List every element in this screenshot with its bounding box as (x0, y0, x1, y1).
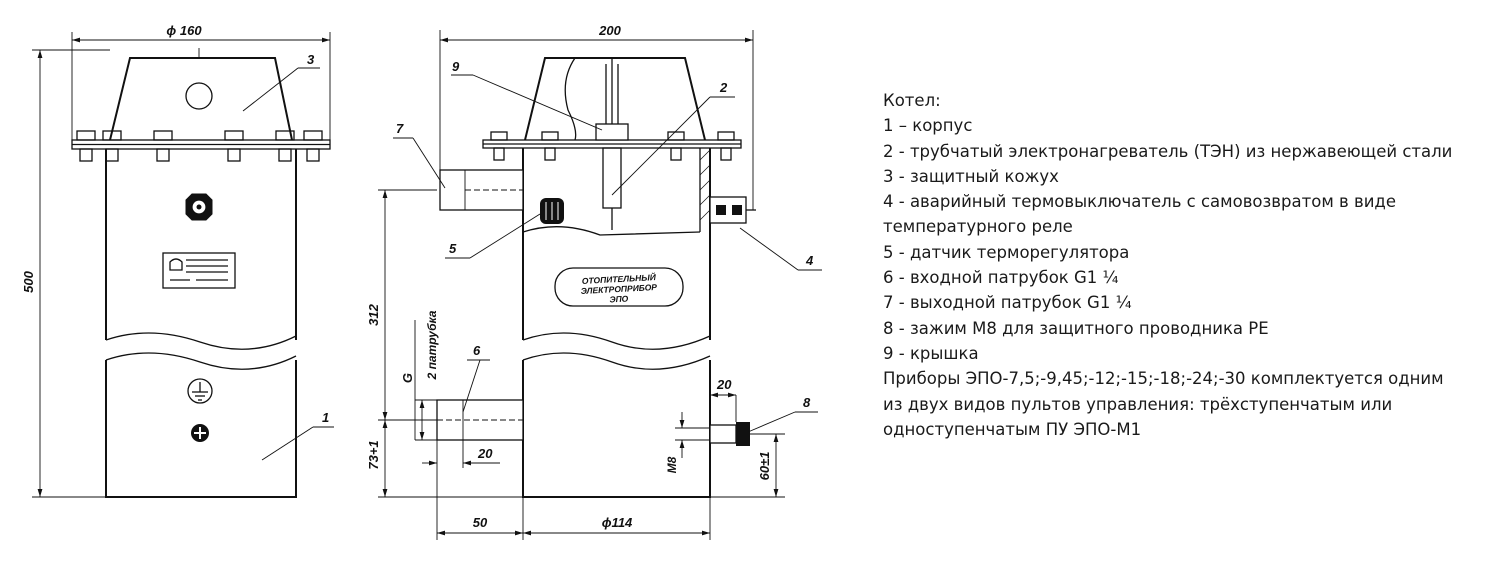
dim-height-500: 500 (21, 270, 36, 292)
legend-item: 6 - входной патрубок G1 ¼ (883, 268, 1119, 288)
cable-gland-icon (185, 193, 213, 221)
body-upper (105, 149, 297, 340)
front-view: ОТОПИТЕЛЬНЫЙ ЭЛЕКТРОПРИБОР ЭПО (366, 23, 822, 540)
ground-terminal-icon (709, 422, 750, 446)
shroud-outline (109, 57, 293, 141)
legend-title: Котел: (883, 91, 941, 110)
callout-7: 7 (396, 121, 404, 136)
callout-1: 1 (322, 410, 329, 425)
callout-4: 4 (805, 253, 814, 268)
legend-item: 8 - зажим М8 для защитного проводника РЕ (883, 318, 1269, 338)
front-body-upper (522, 148, 711, 340)
shroud-hole (185, 82, 213, 110)
thermostat-sensor-icon (540, 198, 564, 224)
legend-item: 1 – корпус (883, 116, 973, 136)
thread-label-g: G (400, 373, 415, 383)
legend: Котел: 1 – корпус 2 - трубчатый электрон… (883, 88, 1483, 442)
callout-3: 3 (307, 52, 315, 67)
callout-2: 2 (719, 80, 728, 95)
dim-terminal-stub-20: 20 (716, 377, 732, 392)
dim-inlet-stub-20: 20 (477, 446, 493, 461)
dim-diameter-160: ϕ 160 (166, 23, 202, 38)
wall-hatch (699, 149, 711, 221)
dim-inlet-bottom-73: 73+1 (366, 440, 381, 469)
cover-outline (524, 57, 706, 141)
flange-bolts (76, 130, 323, 162)
dim-terminal-height-60: 60±1 (757, 452, 772, 481)
nameplate-line-2: ЭЛЕКТРОПРИБОР (580, 282, 657, 296)
outlet-pipe (439, 169, 524, 211)
ground-symbol-icon (187, 378, 213, 404)
legend-item: 7 - выходной патрубок G1 ¼ (883, 293, 1132, 313)
dim-inlet-height-312: 312 (366, 303, 381, 325)
callout-5: 5 (449, 241, 457, 256)
legend-note: одноступенчатым ПУ ЭПО-М1 (883, 419, 1142, 439)
nameplate-line-3: ЭПО (609, 293, 629, 304)
callout-9: 9 (452, 59, 460, 74)
dim-terminal-thread-m8: M8 (665, 456, 679, 473)
front-body-lower (522, 360, 711, 498)
dim-width-200: 200 (598, 23, 621, 38)
callout-8: 8 (803, 395, 811, 410)
pipe-count-note: 2 патрубка (425, 310, 439, 380)
legend-item: 4 - аварийный термовыключатель с самовоз… (883, 192, 1396, 212)
legend-item: 5 - датчик терморегулятора (883, 242, 1130, 262)
nameplate-line-1: ОТОПИТЕЛЬНЫЙ (582, 271, 657, 286)
legend-note: из двух видов пультов управления: трёхст… (883, 394, 1393, 414)
legend-item: температурного реле (883, 217, 1073, 237)
terminal-screw-icon (191, 424, 209, 442)
thermal-switch-icon (709, 196, 756, 224)
callout-6: 6 (473, 343, 481, 358)
legend-item: 3 - защитный кожух (883, 166, 1059, 186)
dim-pipe-length-50: 50 (473, 515, 488, 530)
front-nameplate (554, 267, 684, 307)
front-flange-bolts (490, 131, 735, 161)
legend-item: 2 - трубчатый электронагреватель (ТЭН) и… (883, 141, 1453, 161)
nameplate-icon (162, 252, 236, 289)
legend-note: Приборы ЭПО-7,5;-9,45;-12;-15;-18;-24;-3… (883, 369, 1444, 389)
body-lower (105, 360, 297, 498)
legend-item: 9 - крышка (883, 343, 979, 363)
technical-drawing: ϕ 160 500 3 1 (21, 23, 822, 540)
left-view: ϕ 160 500 3 1 (21, 23, 334, 498)
dim-body-diameter-114: ϕ114 (602, 515, 633, 530)
